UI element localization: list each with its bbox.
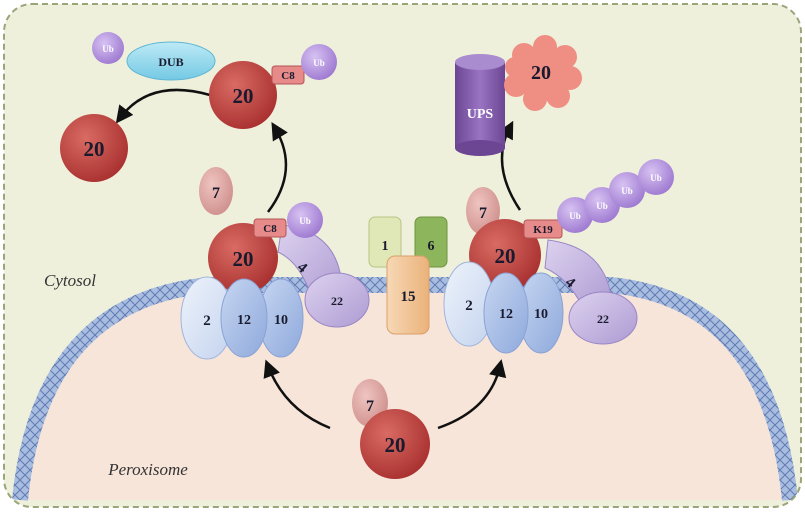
pex22-right — [568, 291, 638, 345]
ub-chain-1-label: Ub — [569, 211, 581, 221]
pex12-right — [483, 272, 529, 354]
pex20-degraded-label: 20 — [531, 62, 551, 84]
ub-left-dock-label: Ub — [299, 216, 311, 226]
pex12-left-label: 12 — [237, 313, 251, 328]
ups-label: UPS — [467, 107, 494, 122]
cell-border — [3, 3, 802, 508]
ub-left-dock — [287, 202, 323, 238]
ub-chain-3 — [609, 172, 645, 208]
pex20-lumen — [360, 409, 430, 479]
pex20-docked-left — [208, 223, 278, 293]
pex1-label: 1 — [382, 239, 389, 254]
ub-top-left-label: Ub — [313, 58, 325, 68]
c8-tag-top — [271, 65, 305, 85]
k19-tag-label: K19 — [533, 224, 553, 236]
pex20-docked-right-label: 20 — [495, 244, 516, 268]
dub-label: DUB — [158, 55, 183, 69]
pex6-label: 6 — [428, 239, 435, 254]
ub-chain-4-label: Ub — [650, 173, 662, 183]
pex12-right-label: 12 — [499, 307, 513, 322]
ups-proteasome — [455, 54, 505, 156]
pex7-cytosolic-left — [199, 167, 233, 215]
pex7-lumen-label: 7 — [366, 398, 374, 415]
pex20-docked-right — [469, 219, 541, 291]
pex20-exported-left-label: 20 — [233, 84, 254, 108]
pex2-left-label: 2 — [203, 313, 211, 329]
deubiquitination-arrow — [115, 88, 211, 124]
pex1 — [368, 216, 402, 268]
k19-tag — [523, 219, 563, 239]
pex22-left — [304, 272, 370, 328]
pex22-right-label: 22 — [597, 312, 609, 326]
pex12-left — [220, 278, 268, 358]
dub-enzyme — [126, 41, 216, 81]
c8-tag-dock — [253, 218, 287, 238]
right-export-arrow — [497, 120, 522, 211]
ub-chain-2-label: Ub — [596, 201, 608, 211]
cytosol-label: Cytosol — [44, 271, 96, 290]
pex20-recycled — [60, 114, 128, 182]
pex7-cytosolic-left-label: 7 — [212, 185, 220, 202]
pex15-label: 15 — [401, 289, 416, 305]
pex20-recycled-label: 20 — [84, 137, 105, 161]
ub-free-dub — [92, 32, 124, 64]
pex6 — [414, 216, 448, 268]
ub-chain-1 — [557, 197, 593, 233]
pex20-lumen-label: 20 — [385, 433, 406, 457]
peroxisome-label: Peroxisome — [107, 460, 188, 479]
pex22-left-label: 22 — [331, 294, 343, 308]
pex10-right-label: 10 — [534, 307, 548, 322]
pex7-cytosolic-right-label: 7 — [479, 205, 487, 222]
pex20-docked-left-label: 20 — [233, 247, 254, 271]
pex15 — [386, 255, 430, 335]
ub-top-left — [301, 44, 337, 80]
pex20-exported-left — [209, 61, 277, 129]
left-import-arrow — [263, 359, 331, 430]
pex20-degraded — [504, 35, 582, 111]
ub-free-dub-label: Ub — [102, 44, 114, 54]
ub-chain-3-label: Ub — [621, 186, 633, 196]
right-import-arrow — [437, 359, 507, 430]
left-export-arrow — [267, 121, 288, 213]
ub-chain-4 — [638, 159, 674, 195]
pex2-right-label: 2 — [465, 298, 473, 314]
c8-tag-dock-label: C8 — [263, 223, 277, 235]
c8-tag-top-label: C8 — [281, 70, 295, 82]
pex10-left-label: 10 — [274, 313, 288, 328]
